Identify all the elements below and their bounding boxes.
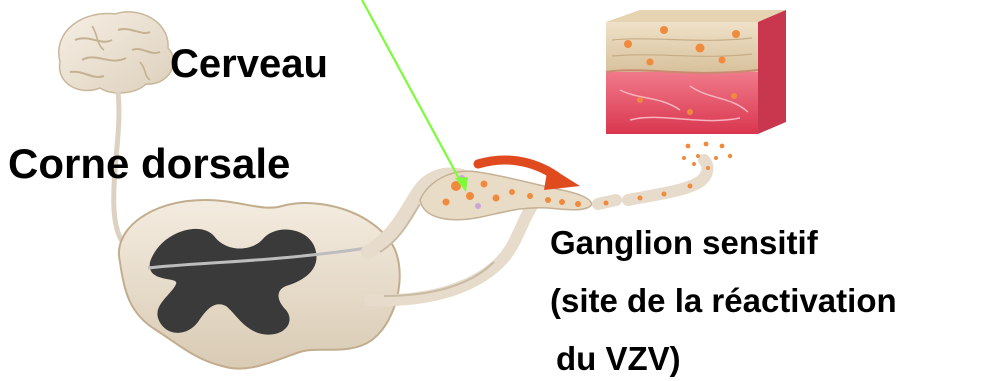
label-brain: Cerveau [170, 44, 328, 84]
skin-block [606, 10, 786, 134]
label-dorsal-horn: Corne dorsale [8, 143, 290, 185]
virus-migration-arrowhead [544, 166, 580, 190]
brain [59, 12, 174, 93]
spinal-cord-section [119, 200, 400, 369]
peripheral-nerve [598, 160, 708, 206]
pointer-line [362, 0, 462, 184]
label-ganglion-line1: Ganglion sensitif [550, 226, 818, 259]
label-ganglion-line3: du VZV) [556, 342, 681, 375]
label-ganglion-line2: (site de la réactivation [550, 284, 897, 317]
